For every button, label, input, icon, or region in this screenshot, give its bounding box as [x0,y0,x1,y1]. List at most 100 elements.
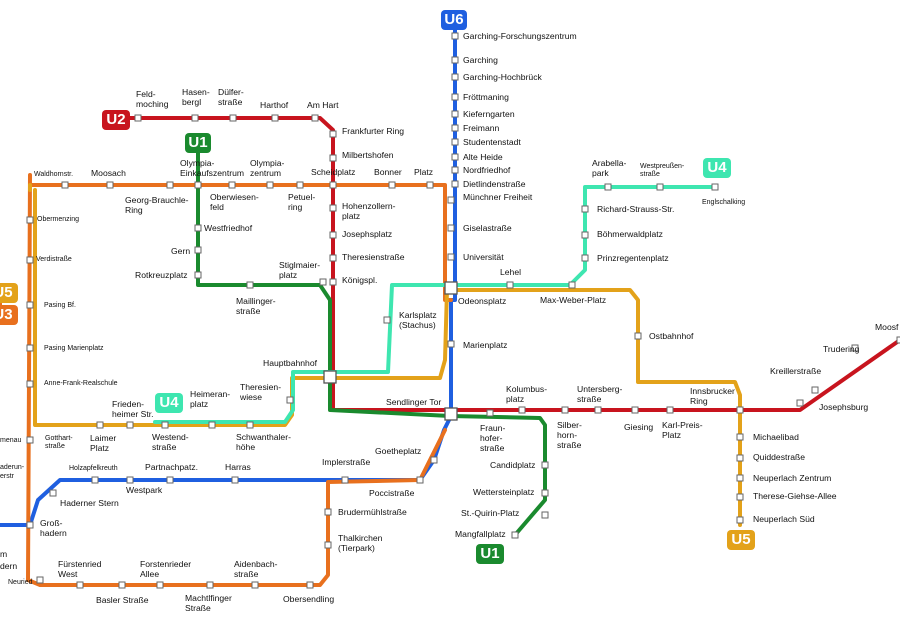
station-marker-harthof[interactable] [271,114,279,122]
station-marker-westpark[interactable] [126,476,134,484]
station-marker-quiddestrasse[interactable] [736,454,744,462]
station-marker-trudering[interactable] [851,344,859,352]
station-marker-schwanthalerhoehe[interactable] [246,421,254,429]
station-marker-neuried[interactable] [36,576,44,584]
station-marker-westfriedhof[interactable] [194,224,202,232]
station-marker-verdistrasse[interactable] [26,256,34,264]
station-marker-mangfallplatz[interactable] [511,531,519,539]
station-marker-odeonsplatz[interactable] [444,281,458,295]
station-marker-platz-label[interactable] [426,181,434,189]
station-marker-am-hart[interactable] [311,114,319,122]
station-marker-sendlinger-tor[interactable] [444,407,458,421]
station-marker-obermenzing[interactable] [26,216,34,224]
station-marker-moosach[interactable] [106,181,114,189]
station-marker-marienplatz[interactable] [447,340,455,348]
station-marker-koenigsplatz[interactable] [329,278,337,286]
station-marker-machtlfinger-strasse[interactable] [206,581,214,589]
station-marker-froettmaning[interactable] [451,93,459,101]
station-marker-petuelring[interactable] [296,181,304,189]
station-marker-oberwiesenfeld[interactable] [228,181,236,189]
station-marker-grosshadern[interactable] [26,521,34,529]
station-marker-giesing[interactable] [631,406,639,414]
station-marker-harras[interactable] [231,476,239,484]
station-marker-freimann[interactable] [451,124,459,132]
station-marker-dietlindenstrasse[interactable] [451,180,459,188]
station-marker-garching-forschungszentrum[interactable] [451,32,459,40]
line-badge-u4[interactable]: U4 [155,393,183,413]
station-marker-lehel[interactable] [506,281,514,289]
station-marker-neuperlach-zentrum[interactable] [736,474,744,482]
line-badge-u3[interactable]: U3 [0,305,18,325]
station-marker-stiglmaierplatz[interactable] [319,278,327,286]
station-marker-karlsplatz[interactable] [383,316,391,324]
station-marker-westpreussenstrasse[interactable] [656,183,664,191]
station-marker-pasing-marienplatz[interactable] [26,344,34,352]
station-marker-frankfurter-ring[interactable] [329,130,337,138]
station-marker-obersendling[interactable] [306,581,314,589]
station-marker-westendstrasse[interactable] [161,421,169,429]
station-marker-heimeranplatz[interactable] [208,421,216,429]
station-marker-feldmoching[interactable] [134,114,142,122]
station-marker-max-weber-platz[interactable] [568,281,576,289]
station-marker-silberhornstrasse[interactable] [561,406,569,414]
station-marker-nordfriedhof[interactable] [451,166,459,174]
station-marker-implerstrasse[interactable] [341,476,349,484]
station-marker-ostbahnhof[interactable] [634,332,642,340]
station-marker-universitaet[interactable] [447,253,455,261]
station-marker-wettersteinplatz[interactable] [541,489,549,497]
station-marker-josephsplatz[interactable] [329,231,337,239]
station-marker-theresienstrasse[interactable] [329,254,337,262]
station-marker-hohenzollernplatz[interactable] [329,204,337,212]
station-marker-gern[interactable] [194,246,202,254]
station-marker-theresienwiese[interactable] [286,396,294,404]
station-marker-therese-giehse-allee[interactable] [736,493,744,501]
station-marker-anne-frank-realschule[interactable] [26,380,34,388]
station-marker-fraunhoferstrasse[interactable] [486,409,494,417]
station-marker-kreillerstrasse[interactable] [811,386,819,394]
station-marker-neuperlach-sued[interactable] [736,516,744,524]
station-marker-duelferstrasse[interactable] [229,114,237,122]
station-marker-milbertshofen[interactable] [329,154,337,162]
station-marker-arabellapark[interactable] [604,183,612,191]
station-marker-richard-strauss-strasse[interactable] [581,205,589,213]
line-badge-u1[interactable]: U1 [185,133,211,153]
station-marker-garching-hochbrueck[interactable] [451,73,459,81]
line-badge-u4[interactable]: U4 [703,158,731,178]
station-marker-bonner-platz[interactable] [388,181,396,189]
station-marker-scheidplatz[interactable] [329,181,337,189]
station-marker-muenchner-freiheit[interactable] [447,196,455,204]
station-marker-innsbrucker-ring[interactable] [736,406,744,414]
station-marker-thalkirchen[interactable] [324,541,332,549]
station-marker-friedenheimer-strasse[interactable] [126,421,134,429]
station-marker-georg-brauchle-ring[interactable] [166,181,174,189]
station-marker-michaelibad[interactable] [736,433,744,441]
station-marker-hauptbahnhof[interactable] [323,370,337,384]
station-marker-laimer-platz[interactable] [96,421,104,429]
station-marker-fuerstenried-west[interactable] [76,581,84,589]
line-badge-u1[interactable]: U1 [476,544,504,564]
station-marker-studentenstadt[interactable] [451,138,459,146]
station-marker-garching[interactable] [451,56,459,64]
station-marker-untersbergstrasse[interactable] [594,406,602,414]
station-marker-haderner-stern[interactable] [49,489,57,497]
line-badge-u6[interactable]: U6 [441,10,467,30]
station-marker-moosacher-st-martins-platz[interactable] [61,181,69,189]
station-marker-holzapfelkreuth[interactable] [91,476,99,484]
station-marker-englschalking[interactable] [711,183,719,191]
station-marker-alte-heide[interactable] [451,153,459,161]
station-marker-partnachplatz[interactable] [166,476,174,484]
station-marker-prinzregentenplatz[interactable] [581,254,589,262]
station-marker-josephsburg[interactable] [796,399,804,407]
station-marker-giselastrasse[interactable] [447,224,455,232]
station-marker-gotthardstrasse[interactable] [26,436,34,444]
station-marker-st-quirin-platz[interactable] [541,511,549,519]
station-marker-maillingerstrasse[interactable] [246,281,254,289]
line-badge-u5[interactable]: U5 [0,283,18,303]
station-marker-goetheplatz[interactable] [430,456,438,464]
station-marker-basler-strasse[interactable] [118,581,126,589]
station-marker-boehmerwaldplatz[interactable] [581,231,589,239]
line-badge-u2[interactable]: U2 [102,110,130,130]
station-marker-brudermuehlstrasse[interactable] [324,508,332,516]
station-marker-karl-preis-platz[interactable] [666,406,674,414]
station-marker-hasenbergl[interactable] [191,114,199,122]
